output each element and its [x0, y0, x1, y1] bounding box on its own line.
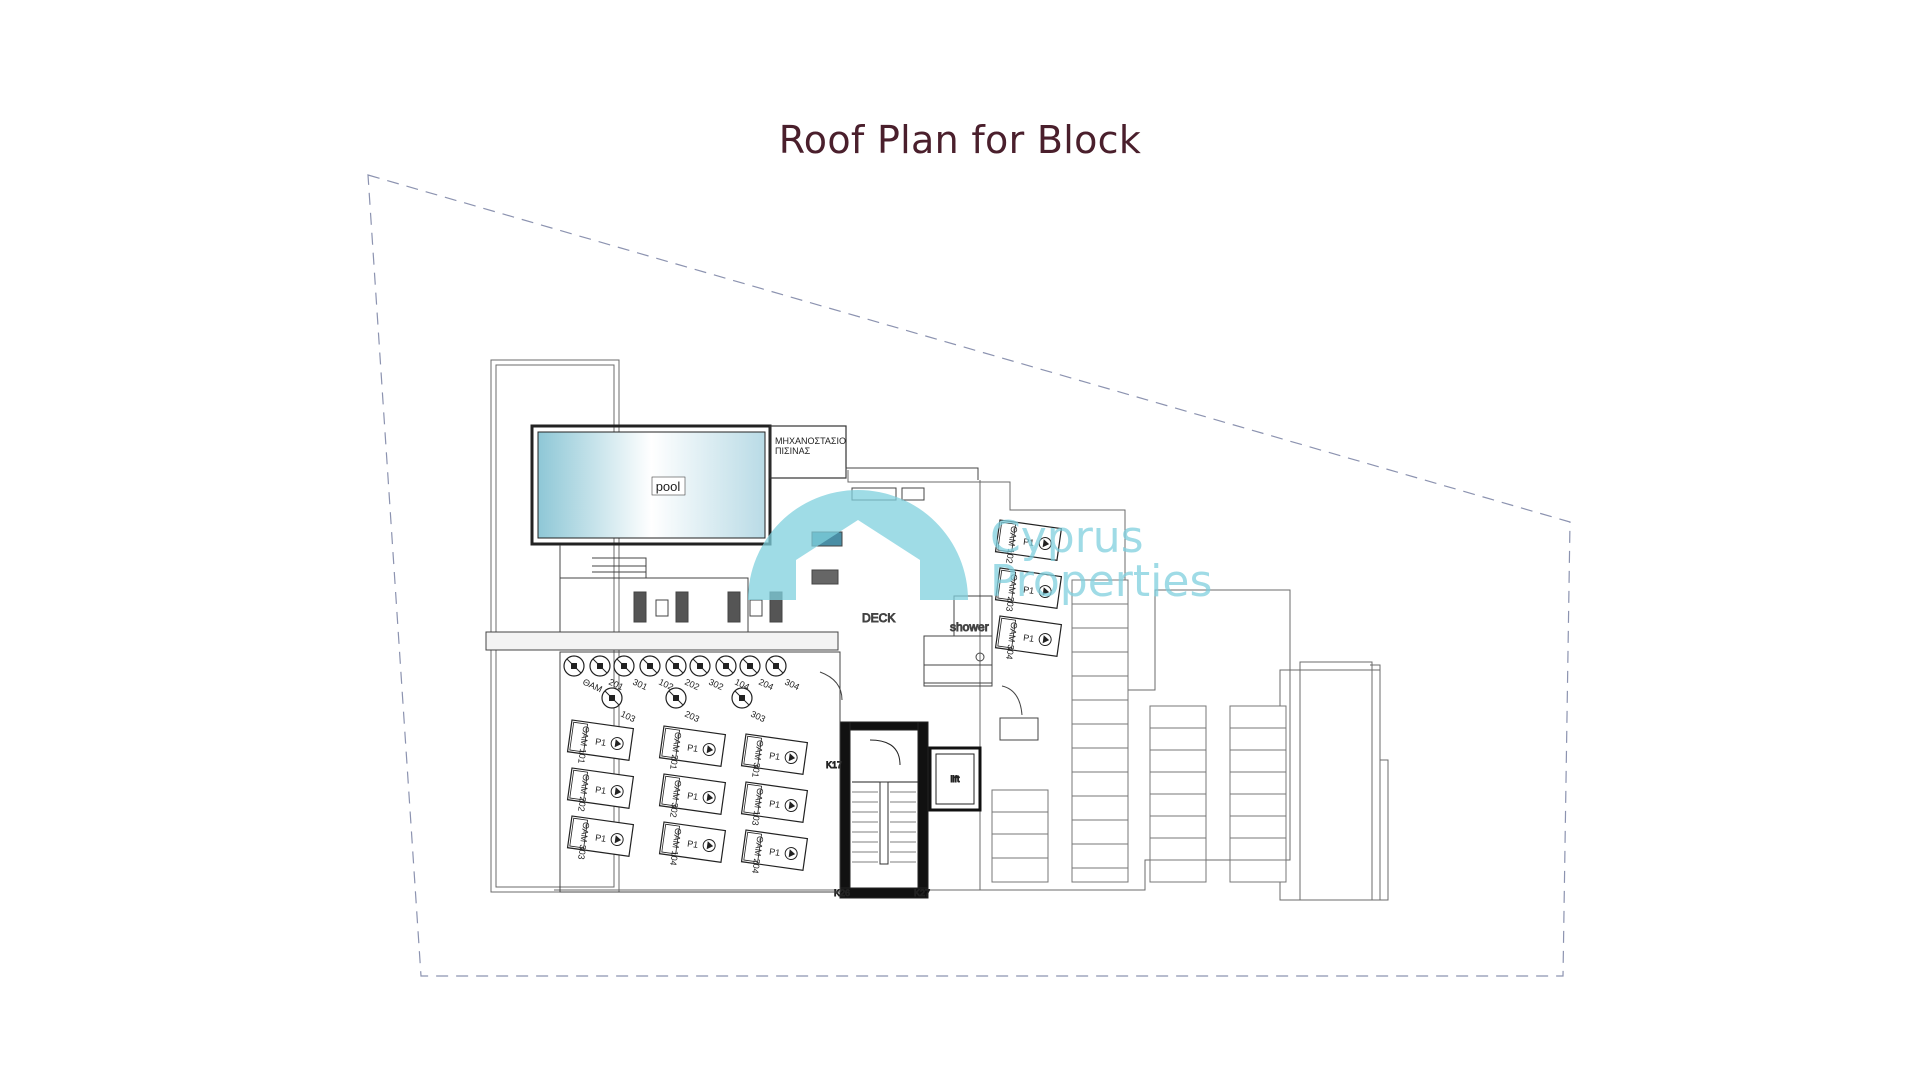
watermark: Cyprus Properties	[748, 490, 1212, 607]
pv-label: P1	[769, 846, 781, 857]
machine-room-label-2: ΠΙΣΙΝΑΣ	[775, 446, 811, 456]
pv-label: P1	[1023, 536, 1035, 547]
valve-label: 304	[783, 677, 801, 692]
pv-label: P1	[595, 832, 607, 843]
machine-room-label: ΜΗΧΑΝΟΣΤΑΣΙΟ	[775, 436, 846, 446]
valve: 103	[601, 687, 637, 724]
valve: 202	[665, 655, 701, 692]
valve: 203	[665, 687, 701, 724]
watermark-line2: Properties	[990, 556, 1212, 607]
pv-label: P1	[1023, 584, 1035, 595]
pv-label: P1	[1023, 632, 1035, 643]
k17-label: K17	[826, 760, 842, 770]
pool-area: pool ΜΗΧΑΝΟΣΤΑΣΙΟ ΠΙΣΙΝΑΣ	[530, 424, 847, 546]
shower-label: shower	[950, 620, 989, 634]
shower-wc: shower	[819, 595, 1039, 741]
valve-label: 302	[707, 677, 725, 692]
pool-label: pool	[656, 479, 681, 494]
valve: 304	[765, 655, 801, 692]
valve: 104	[715, 655, 751, 692]
pv-label: P1	[687, 790, 699, 801]
plot-boundary	[367, 174, 1571, 977]
valve: 302	[689, 655, 725, 692]
k26-label: K26	[834, 888, 850, 898]
watermark-line1: Cyprus	[990, 512, 1144, 563]
deck-area: DECK	[485, 467, 979, 651]
k27-label: K27	[914, 888, 930, 898]
valve-label: 303	[749, 709, 767, 724]
building-outline	[490, 359, 1389, 901]
valve-label: 103	[619, 709, 637, 724]
deck-label: DECK	[862, 611, 895, 625]
pv-label: P1	[687, 838, 699, 849]
stair-core: K17 K26 K27 lift	[826, 721, 982, 899]
valve: 301	[613, 655, 649, 692]
valve-label: 202	[683, 677, 701, 692]
valve: 303	[731, 687, 767, 724]
heater-plant-area	[559, 651, 841, 893]
pv-label: P1	[595, 736, 607, 747]
valve-label: 204	[757, 677, 775, 692]
solar-panel-array	[991, 579, 1287, 883]
pv-label: P1	[595, 784, 607, 795]
pv-label: P1	[769, 798, 781, 809]
lift-label: lift	[951, 774, 960, 784]
valve-label: 301	[631, 677, 649, 692]
valve-label: 203	[683, 709, 701, 724]
pv-label: P1	[687, 742, 699, 753]
page-title: Roof Plan for Block	[778, 118, 1142, 162]
pv-label: P1	[769, 750, 781, 761]
